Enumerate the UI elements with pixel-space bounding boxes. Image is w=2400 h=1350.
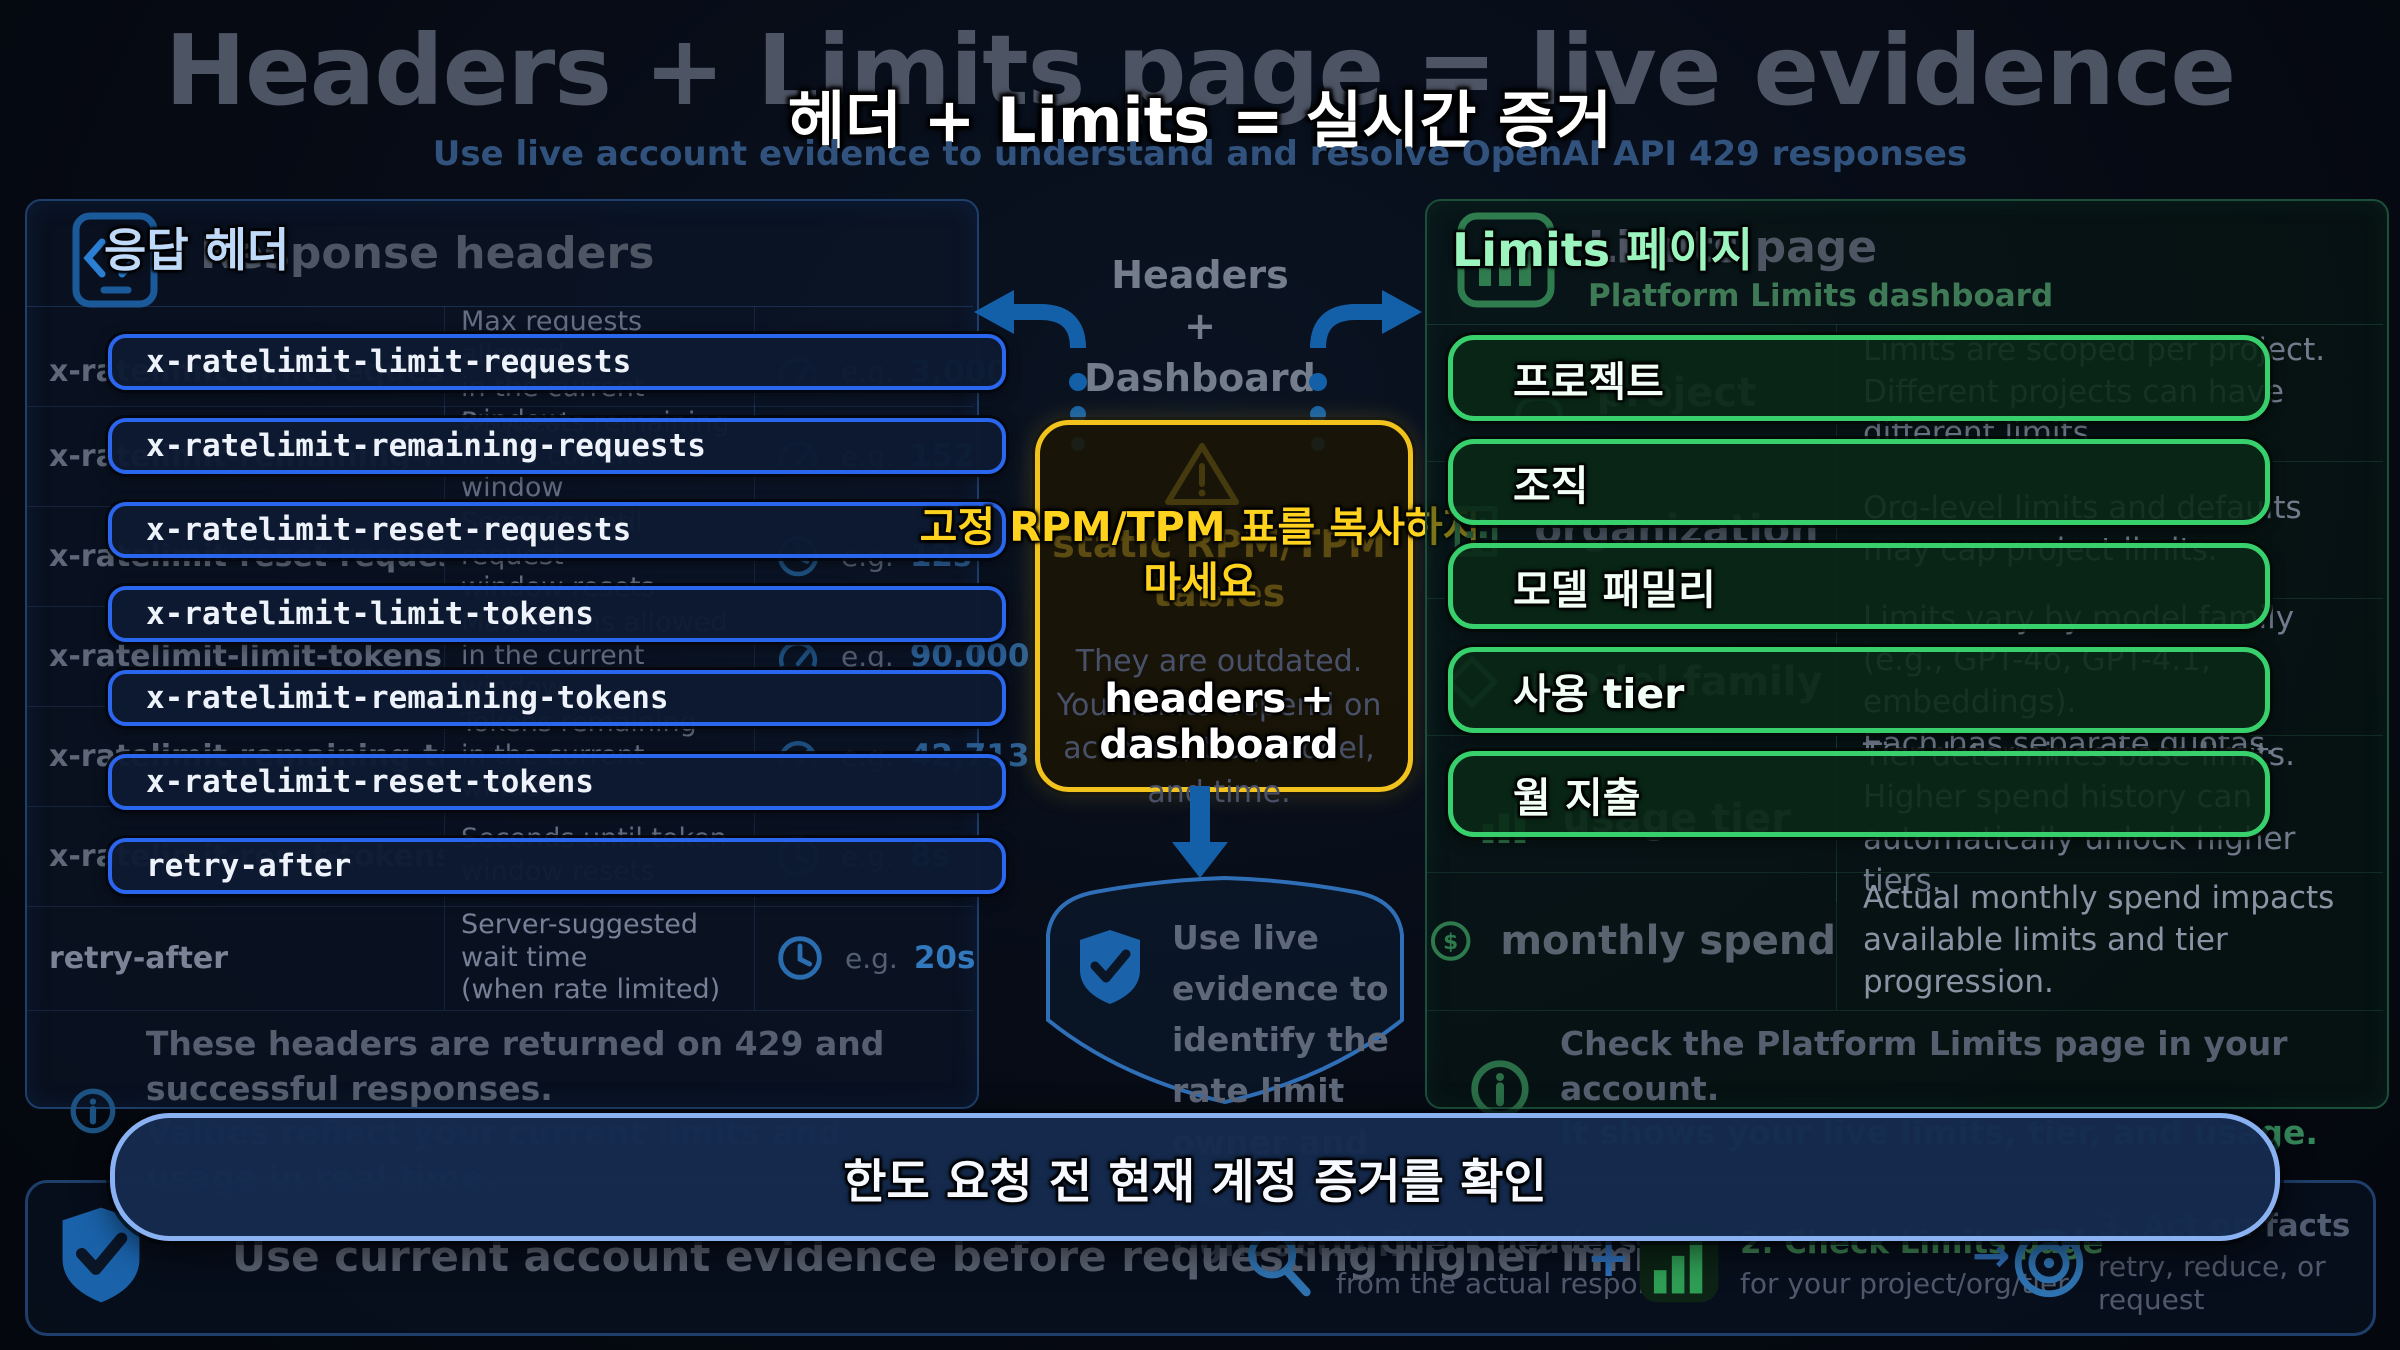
warning-highlight: headers + dashboard <box>1099 676 1339 768</box>
header-pill: x-ratelimit-remaining-requests <box>108 418 1006 474</box>
divider <box>1427 324 2383 325</box>
warning-faded-body: They are outdated. Your limits depend on… <box>1056 644 1382 810</box>
korean-response-headers-title: 응답 헤더 <box>104 223 290 277</box>
headers-dashboard-label: Headers + Dashboard <box>1084 253 1316 400</box>
shield-check-icon <box>1080 930 1140 1004</box>
header-pill: x-ratelimit-remaining-tokens <box>108 670 1006 726</box>
note-line1: These headers are returned on 429 and su… <box>145 1024 885 1108</box>
header-desc: Server-suggested wait time (when rate li… <box>445 906 755 1010</box>
evidence-shield-banner <box>1046 875 1404 1105</box>
step-desc: for your project/org/tier <box>1740 1266 2069 1300</box>
bar-chart-icon <box>1639 1223 1719 1303</box>
note-line1: Check the Platform Limits page in your a… <box>1559 1024 2288 1108</box>
svg-text:$: $ <box>1443 930 1458 955</box>
limits-pill: 조직 <box>1448 439 2270 525</box>
dollar-circle-icon: $ <box>1430 921 1471 961</box>
header-pill: x-ratelimit-limit-requests <box>108 334 1006 390</box>
arrow-down-icon <box>1172 786 1228 878</box>
limits-row: $ monthly spend Actual monthly spend imp… <box>1427 872 2383 1011</box>
header-name: retry-after <box>27 906 445 1010</box>
header-pill: x-ratelimit-reset-tokens <box>108 754 1006 810</box>
header-pill: x-ratelimit-reset-requests <box>108 502 1006 558</box>
eg-label: e.g. <box>845 941 898 975</box>
header-pill: x-ratelimit-limit-tokens <box>108 586 1006 642</box>
step-desc: from the actual response <box>1336 1266 1688 1300</box>
code-brackets-icon <box>72 212 158 308</box>
subtitle: Use live account evidence to understand … <box>432 134 1968 174</box>
warning-triangle-icon <box>1165 443 1239 505</box>
header-name: x-ratelimit-limit-tokens <box>27 606 445 706</box>
step-desc: retry, reduce, or request <box>2098 1250 2326 1316</box>
korean-limits-page-title: Limits 페이지 <box>1452 223 1754 277</box>
clock-icon <box>778 936 822 980</box>
limits-pill: 모델 패밀리 <box>1448 543 2270 629</box>
gauge-icon <box>778 640 818 667</box>
eg-value: 20s <box>913 940 976 976</box>
warning-faded-title: static RPM/TPM tables <box>1052 522 1386 616</box>
limits-row-desc: Actual monthly spend impacts available l… <box>1863 880 2335 1000</box>
korean-main-title: 헤더 + Limits = 실시간 증거 <box>787 84 1613 157</box>
background-title: Headers + Limits page = live evidence <box>164 14 2236 127</box>
limits-page-title: Limits page <box>1588 222 1878 273</box>
korean-bottom-banner: 한도 요청 전 현재 계정 증거를 확인 <box>110 1113 2280 1241</box>
limits-page-subtitle: Platform Limits dashboard <box>1588 278 2054 314</box>
divider <box>27 306 973 307</box>
limits-row-name: monthly spend <box>1500 918 1836 964</box>
response-headers-title: Response headers <box>200 228 655 279</box>
shield-check-icon <box>62 1207 140 1303</box>
eg-label: e.g. <box>841 639 894 673</box>
limits-pill: 프로젝트 <box>1448 335 2270 421</box>
header-pill: retry-after <box>108 838 1006 894</box>
info-icon <box>70 1088 116 1134</box>
eg-value: 90,000 <box>909 638 1030 674</box>
limits-pill: 월 지출 <box>1448 751 2270 837</box>
limits-pill: 사용 tier <box>1448 647 2270 733</box>
bar-chart-icon <box>1457 212 1555 308</box>
header-row: retry-after Server-suggested wait time (… <box>27 906 976 1011</box>
